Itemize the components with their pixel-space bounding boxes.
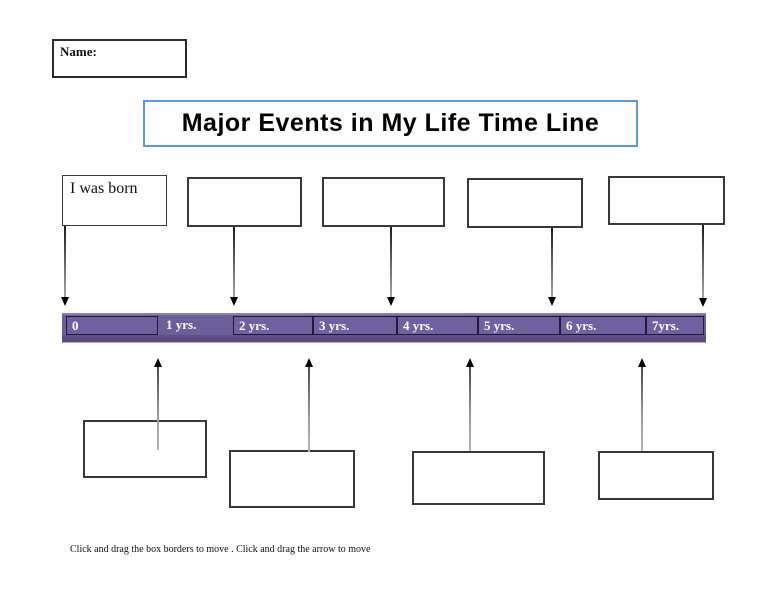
event-box-label [610, 178, 723, 182]
event-box-top-4[interactable] [467, 178, 583, 228]
timeline-cell-4yrs: 4 yrs. [397, 316, 478, 335]
event-box-label [85, 422, 205, 426]
event-box-bottom-3[interactable] [412, 451, 545, 505]
down-arrow-2[interactable] [229, 227, 238, 306]
event-box-label [189, 179, 300, 183]
timeline-cell-5yrs: 5 yrs. [478, 316, 560, 335]
down-arrow-3[interactable] [386, 227, 395, 306]
timeline-cell-2yrs: 2 yrs. [233, 316, 313, 335]
event-box-top-1[interactable]: I was born [62, 175, 167, 226]
event-box-top-2[interactable] [187, 177, 302, 227]
timeline-cell-7yrs: 7yrs. [646, 316, 704, 335]
name-field-box[interactable]: Name: [52, 39, 187, 78]
timeline-cell-0: 0 [66, 316, 158, 335]
down-arrow-5[interactable] [698, 225, 707, 307]
event-box-top-3[interactable] [322, 177, 445, 227]
up-arrow-1[interactable] [153, 358, 162, 450]
event-box-label [469, 180, 581, 184]
event-box-bottom-1[interactable] [83, 420, 207, 478]
down-arrow-4[interactable] [547, 228, 556, 306]
timeline-cell-3yrs: 3 yrs. [313, 316, 397, 335]
event-box-label [231, 452, 353, 456]
title-box: Major Events in My Life Time Line [143, 100, 638, 147]
timeline-cell-6yrs: 6 yrs. [560, 316, 646, 335]
event-box-bottom-2[interactable] [229, 450, 355, 508]
event-box-label [600, 453, 712, 457]
timeline-cell-1yrs: 1 yrs. [166, 317, 197, 332]
event-box-label [324, 179, 443, 183]
page-title: Major Events in My Life Time Line [181, 109, 600, 137]
timeline-bar: 0 1 yrs. 2 yrs. 3 yrs. 4 yrs. 5 yrs. 6 y… [62, 313, 706, 342]
up-arrow-4[interactable] [637, 358, 646, 451]
up-arrow-3[interactable] [465, 358, 474, 451]
instruction-caption: Click and drag the box borders to move .… [70, 544, 371, 555]
event-box-label: I was born [70, 180, 138, 197]
event-box-top-5[interactable] [608, 176, 725, 225]
event-box-bottom-4[interactable] [598, 451, 714, 500]
name-label: Name: [60, 44, 97, 59]
event-box-label [414, 453, 543, 457]
down-arrow-1[interactable] [60, 226, 69, 306]
up-arrow-2[interactable] [304, 358, 313, 452]
